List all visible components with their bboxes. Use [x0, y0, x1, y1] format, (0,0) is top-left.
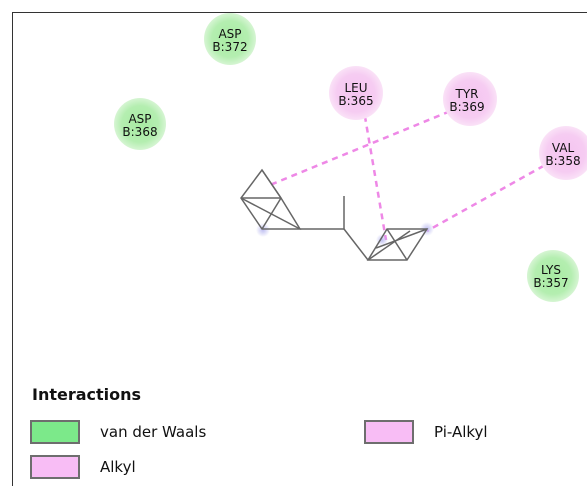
legend-label: Alkyl	[100, 458, 136, 476]
residue-chain-id: B:372	[212, 40, 247, 54]
residue-name: LEU	[344, 81, 367, 95]
residue-chain-id: B:357	[533, 276, 568, 290]
ligand-structure	[240, 168, 429, 261]
alkyl-bond-leu365	[361, 104, 388, 241]
interaction-bonds	[269, 101, 564, 241]
legend-label: Pi-Alkyl	[434, 423, 488, 441]
legend-swatch-pi-alkyl	[364, 420, 414, 444]
residue-tyr369: TYR B:369	[443, 72, 497, 126]
residue-chain-id: B:368	[122, 125, 157, 139]
residue-name: ASP	[128, 112, 151, 126]
alkyl-bond-val358	[426, 153, 564, 233]
legend-swatch-alkyl	[30, 455, 80, 479]
residue-name: TYR	[455, 87, 479, 101]
legend-item-alkyl: Alkyl	[30, 455, 136, 479]
residue-val358: VAL B:358	[539, 126, 587, 180]
legend-swatch-van-der-waals	[30, 420, 80, 444]
residue-asp372: ASP B:372	[204, 13, 256, 65]
residue-chain-id: B:358	[545, 154, 580, 168]
residue-asp368: ASP B:368	[114, 98, 166, 150]
legend-label: van der Waals	[100, 423, 207, 441]
residue-leu365: LEU B:365	[329, 66, 383, 120]
residue-chain-id: B:365	[338, 94, 373, 108]
residue-name: VAL	[552, 141, 575, 155]
residue-name: ASP	[218, 27, 241, 41]
residue-chain-id: B:369	[449, 100, 484, 114]
residues: ASP B:372 ASP B:368 LEU B:365 TYR B:369 …	[114, 13, 587, 302]
residue-name: LYS	[541, 263, 561, 277]
ligand-glows	[256, 222, 434, 246]
legend-item-van-der-waals: van der Waals	[30, 420, 206, 444]
legend-title: Interactions	[32, 385, 142, 404]
legend-item-pi-alkyl: Pi-Alkyl	[364, 420, 488, 444]
diagram-frame	[12, 12, 587, 486]
alkyl-bond-tyr369	[269, 101, 471, 187]
residue-lys357: LYS B:357	[527, 250, 579, 302]
